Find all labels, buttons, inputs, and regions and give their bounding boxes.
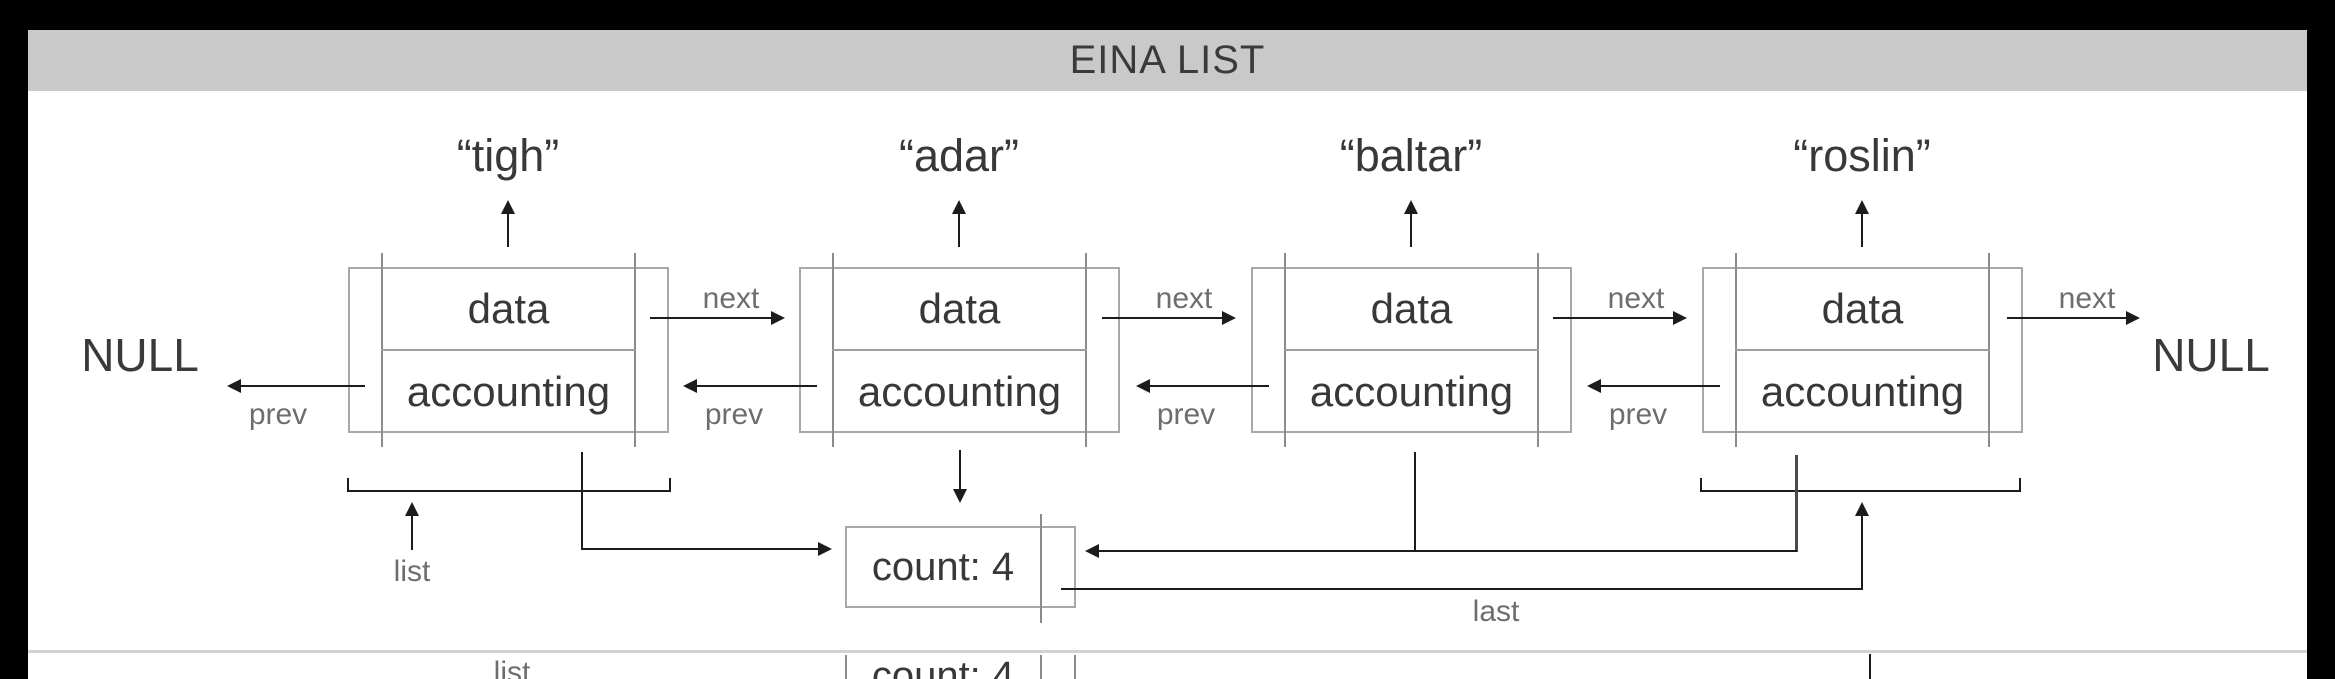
node2-data-arrowhead-up-icon (952, 200, 966, 214)
node1-bracket-left-tick (347, 478, 349, 492)
next-arrow-2-shaft (1102, 317, 1223, 319)
count-value: count: 4 (871, 544, 1015, 589)
node4-bracket-right-tick (2019, 478, 2021, 492)
node3-count-connector-v (1414, 452, 1416, 552)
prev-label-3: prev (1608, 398, 1668, 431)
last-pointer-v (1861, 513, 1863, 590)
prev-label-2: prev (1156, 398, 1216, 431)
node4-bracket-left-tick (1700, 478, 1702, 492)
next-label-4: next (2058, 282, 2116, 315)
next-label-1: next (702, 282, 760, 315)
node2-accounting-cell: accounting (857, 368, 1062, 415)
node4-box: data accounting (1702, 253, 2023, 447)
node1-divider (381, 349, 636, 351)
node3-value-label: “baltar” (1339, 130, 1483, 181)
node34-count-arrowhead-icon (1085, 544, 1099, 558)
node2-count-connector-v (959, 450, 961, 491)
node1-data-cell: data (467, 285, 550, 332)
node2-data-arrow-shaft (958, 209, 960, 247)
next-arrow-4-head-icon (2126, 311, 2140, 325)
node4-count-connector-v (1795, 455, 1798, 552)
node3-box: data accounting (1251, 253, 1572, 447)
frame-left (0, 0, 28, 679)
node2-data-cell: data (918, 285, 1001, 332)
page-title: EINA LIST (1069, 38, 1266, 82)
frame-top (0, 0, 2335, 30)
bottom-count-value: count: 4 (871, 654, 1015, 679)
bottom-list-label: list (493, 656, 531, 679)
next-arrow-4-shaft (2007, 317, 2127, 319)
title-bar: EINA LIST (28, 30, 2307, 91)
node4-data-arrowhead-up-icon (1855, 200, 1869, 214)
list-arrowhead-up-icon (405, 502, 419, 516)
node4-data-arrow-shaft (1861, 209, 1863, 247)
bottom-count-box-right-edge (1074, 655, 1076, 679)
node4-accounting-cell: accounting (1760, 368, 1965, 415)
node2-count-arrowhead-icon (953, 489, 967, 503)
prev-arrow-3-head-icon (1587, 379, 1601, 393)
prev-arrow-2-shaft (1148, 385, 1269, 387)
node2-value-label: “adar” (898, 130, 1020, 181)
node1-data-arrow-shaft (507, 209, 509, 247)
next-arrow-2-head-icon (1222, 311, 1236, 325)
node1-bracket-line (347, 490, 671, 492)
bottom-count-box-port-line (1040, 655, 1042, 679)
next-arrow-1-head-icon (771, 311, 785, 325)
prev-arrow-0-shaft (239, 385, 365, 387)
node3-data-arrow-shaft (1410, 209, 1412, 247)
prev-arrow-2-head-icon (1136, 379, 1150, 393)
node1-count-connector-v (581, 452, 583, 550)
figure-separator (28, 650, 2307, 653)
list-arrow-shaft (411, 513, 413, 550)
node2-divider (832, 349, 1087, 351)
next-arrow-3-head-icon (1673, 311, 1687, 325)
node3-data-cell: data (1370, 285, 1453, 332)
next-arrow-1-shaft (650, 317, 773, 319)
prev-arrow-1-head-icon (683, 379, 697, 393)
node2-box: data accounting (799, 253, 1120, 447)
node3-divider (1284, 349, 1539, 351)
count-box (845, 526, 1076, 608)
last-arrowhead-up-icon (1855, 502, 1869, 516)
prev-arrow-0-head-icon (227, 379, 241, 393)
node3-data-arrowhead-up-icon (1404, 200, 1418, 214)
node4-data-cell: data (1821, 285, 1904, 332)
next-label-2: next (1155, 282, 1213, 315)
node3-accounting-cell: accounting (1309, 368, 1514, 415)
null-label-right: NULL (2152, 329, 2270, 381)
bottom-last-pointer-v (1869, 654, 1871, 679)
frame-right (2307, 0, 2335, 679)
node1-count-arrowhead-icon (818, 542, 832, 556)
node4-value-label: “roslin” (1793, 130, 1931, 181)
node1-data-arrowhead-up-icon (501, 200, 515, 214)
prev-arrow-1-shaft (695, 385, 817, 387)
next-arrow-3-shaft (1553, 317, 1674, 319)
next-label-3: next (1607, 282, 1665, 315)
node4-divider (1735, 349, 1990, 351)
prev-label-1: prev (704, 398, 764, 431)
node1-count-connector-h (581, 548, 820, 550)
prev-label-0: prev (248, 398, 308, 431)
count-box-port-line (1040, 514, 1042, 623)
list-label: list (393, 555, 431, 588)
node1-bracket-right-tick (669, 478, 671, 492)
prev-arrow-3-shaft (1599, 385, 1720, 387)
node4-bracket-line (1700, 490, 2021, 492)
node1-box: data accounting (348, 253, 669, 447)
null-label-left: NULL (81, 329, 199, 381)
node34-count-connector-h (1097, 550, 1797, 552)
node1-value-label: “tigh” (456, 130, 560, 181)
last-pointer-h (1061, 588, 1863, 590)
node1-accounting-cell: accounting (406, 368, 611, 415)
bottom-count-box-left-edge (845, 655, 847, 679)
last-label: last (1472, 595, 1520, 628)
